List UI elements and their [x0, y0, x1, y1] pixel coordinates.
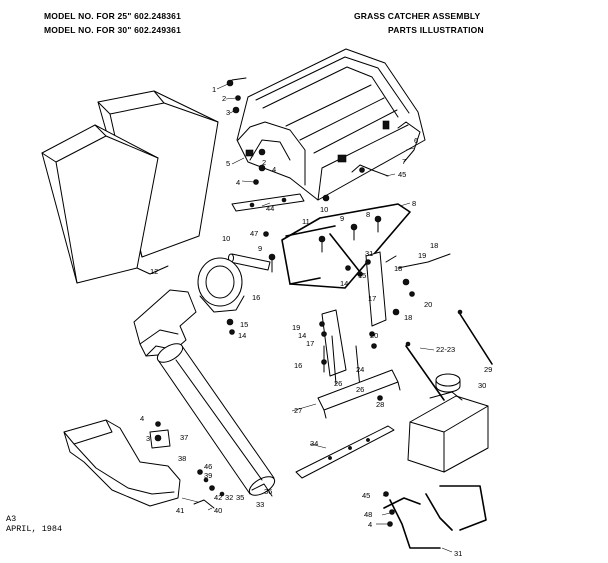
part-label: 48: [364, 510, 372, 519]
part-label: 22-23: [436, 345, 455, 354]
part-label: 33: [256, 500, 264, 509]
model-number-30: MODEL NO. FOR 30" 602.249361: [44, 25, 182, 35]
part-label: 12: [150, 267, 158, 276]
part-label: 39: [204, 471, 212, 480]
part-label: 17: [306, 339, 314, 348]
bolts-9: [263, 215, 382, 273]
part-label: 47: [250, 229, 258, 238]
part-label: 4: [368, 520, 372, 529]
frame-tube: [281, 203, 411, 289]
part-label: 31: [365, 249, 373, 258]
part-label: 2: [262, 158, 266, 167]
part-label: 3: [226, 108, 230, 117]
part-label: 3: [146, 434, 150, 443]
part-label: 16: [294, 361, 302, 370]
part-label: 35: [236, 493, 244, 502]
diagram-title: GRASS CATCHER ASSEMBLY: [354, 11, 481, 21]
part-label: 18: [430, 241, 438, 250]
part-label: 18: [394, 264, 402, 273]
hardware-clamp: [226, 318, 235, 335]
stand-assembly: [317, 335, 401, 419]
part-label: 38: [178, 454, 186, 463]
part-label: 19: [292, 323, 300, 332]
part-label: 15: [240, 320, 248, 329]
part-label: 14: [298, 331, 306, 340]
part-label: 17: [368, 294, 376, 303]
model-number-25: MODEL NO. FOR 25" 602.248361: [44, 11, 182, 21]
part-label: 1: [212, 85, 216, 94]
part-label: 14: [340, 279, 348, 288]
long-chute-28: [156, 343, 276, 496]
handle-31: [383, 485, 487, 549]
weight-box-30: [407, 391, 489, 473]
hardware-37: [149, 421, 171, 449]
part-label: 32: [225, 493, 233, 502]
part-label: 11: [302, 217, 310, 226]
bracket-set-right: [319, 251, 451, 377]
part-label: 4: [236, 178, 240, 187]
part-label: 9: [258, 244, 262, 253]
clamp-ring-16: [197, 257, 245, 313]
upper-chute-13: [133, 289, 197, 357]
footer-code: A3: [6, 514, 17, 524]
latch-assembly: [322, 121, 421, 202]
part-label: 42: [214, 493, 222, 502]
part-label: 20: [424, 300, 432, 309]
part-label: 9: [340, 214, 344, 223]
part-label: 30: [478, 381, 486, 390]
part-label: 6: [414, 136, 418, 145]
part-label: 26: [334, 379, 342, 388]
part-label: 26: [356, 385, 364, 394]
part-labels: 1 2 3 5 2 4 6 7 45 4 44 10 8 9 8 11 47 9…: [140, 85, 492, 558]
catcher-cover: [236, 48, 426, 201]
part-label: 10: [222, 234, 230, 243]
part-label: 37: [180, 433, 188, 442]
part-label: 8: [366, 210, 370, 219]
part-label: 4: [272, 165, 276, 174]
part-label: 24: [356, 365, 364, 374]
part-label: 27: [294, 406, 302, 415]
footer-date: APRIL, 1984: [6, 524, 63, 534]
part-label: 4: [140, 414, 144, 423]
hardware-cluster-lower: [193, 469, 273, 509]
part-label: 20: [370, 331, 378, 340]
part-label: 16: [252, 293, 260, 302]
leader-lines: [181, 83, 453, 553]
blade-34: [295, 425, 395, 479]
part-label: 8: [412, 199, 416, 208]
part-label: 14: [238, 331, 246, 340]
part-label: 2: [222, 94, 226, 103]
part-label: 46: [204, 462, 212, 471]
part-label: 44: [266, 204, 274, 213]
lower-chute-38: [63, 419, 181, 507]
diagram-subtitle: PARTS ILLUSTRATION: [388, 25, 484, 35]
part-label: 18: [404, 313, 412, 322]
part-label: 7: [402, 157, 406, 166]
bracket-44: [231, 193, 305, 212]
part-label: 10: [320, 205, 328, 214]
hardware-cover-top: [226, 77, 266, 185]
part-label: 19: [418, 251, 426, 260]
cap-29: [435, 373, 461, 393]
part-label: 34: [310, 439, 318, 448]
part-label: 40: [214, 506, 222, 515]
bag-front: [41, 124, 169, 284]
part-label: 45: [362, 491, 370, 500]
part-label: 45: [398, 170, 406, 179]
part-label: 28: [376, 400, 384, 409]
part-label: 5: [226, 159, 230, 168]
part-label: 29: [484, 365, 492, 374]
part-label: 15: [358, 271, 366, 280]
part-label: 41: [176, 506, 184, 515]
part-label: 31: [454, 549, 462, 558]
rods-22-23: [405, 309, 493, 401]
part-label: 36: [264, 487, 272, 496]
